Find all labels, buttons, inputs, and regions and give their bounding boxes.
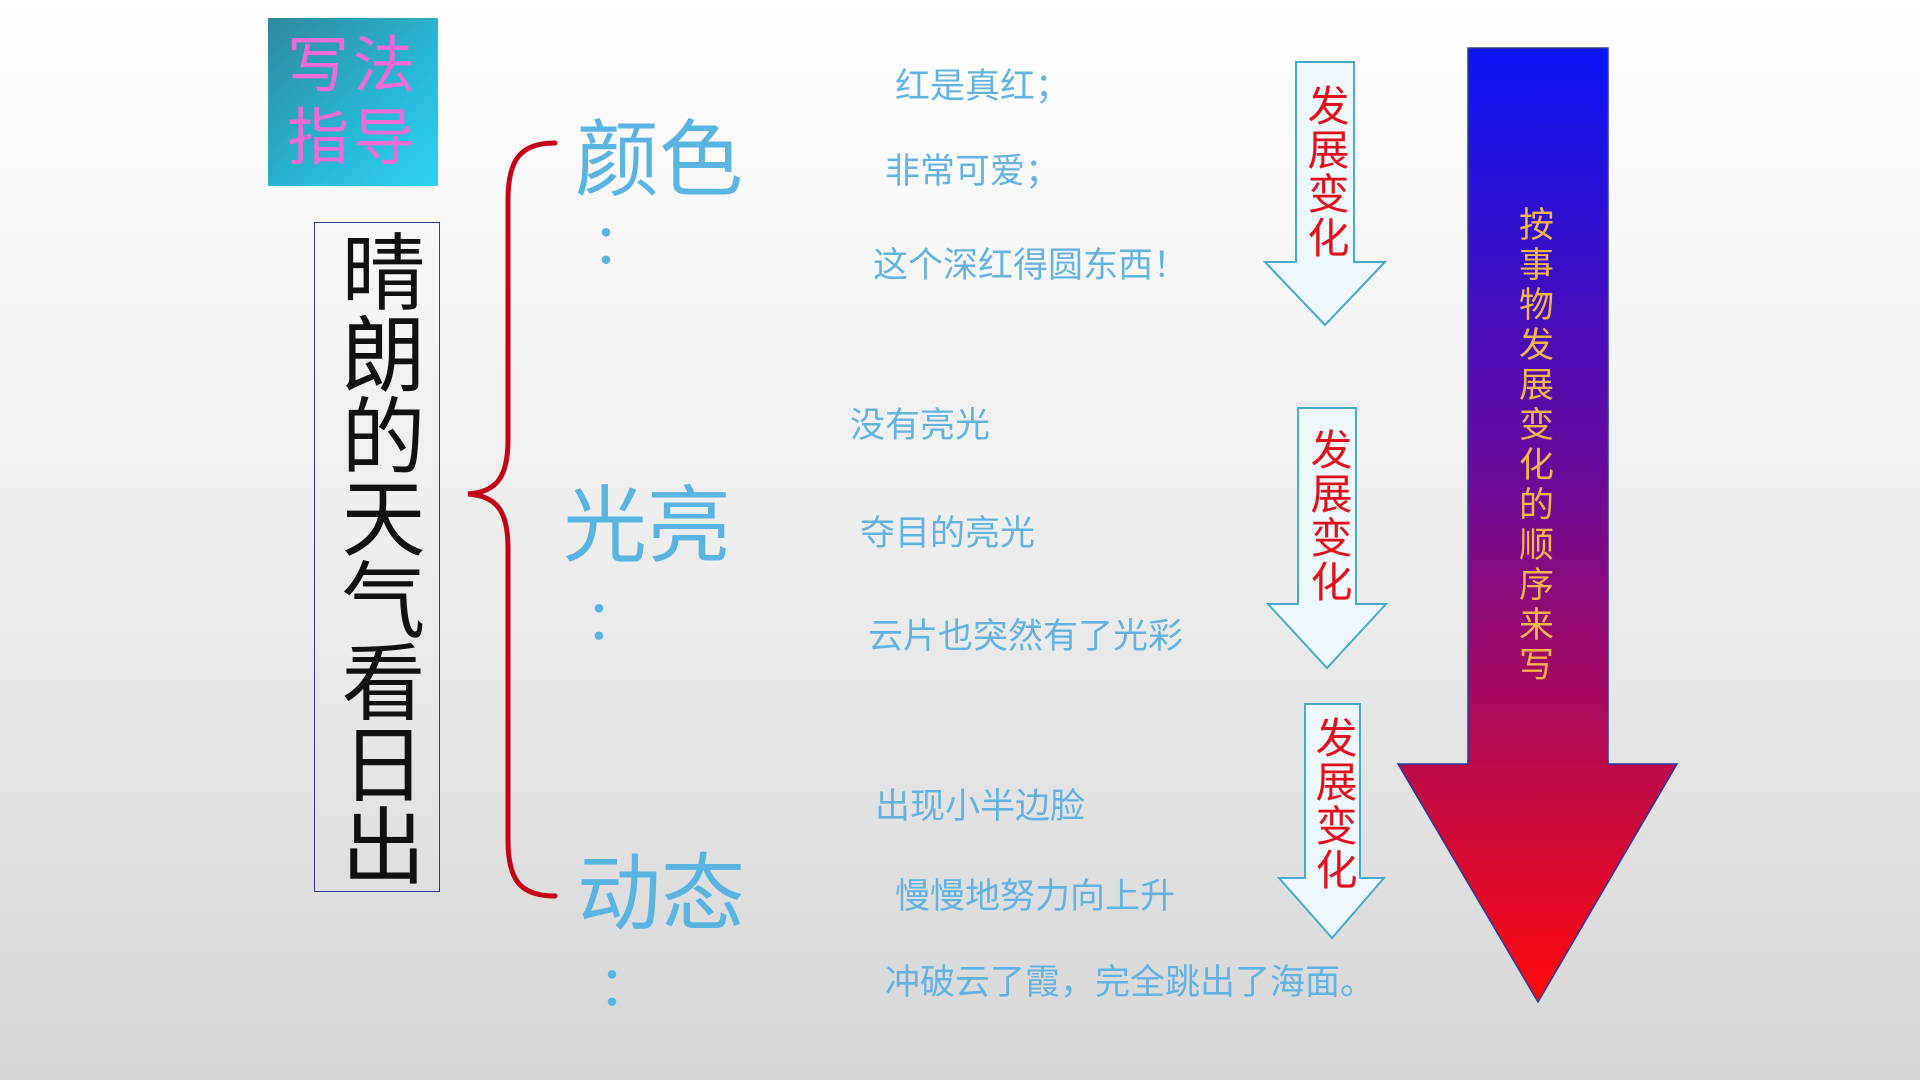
phrase-light-3: 云片也突然有了光彩 <box>868 617 1184 657</box>
topic-motion: 动态 <box>577 845 746 943</box>
big-arrow-down <box>1396 47 1679 1004</box>
topic-motion-colon: ： <box>598 955 654 1020</box>
big-arrow-label: 按事物发展变化的顺序来写 <box>1513 206 1553 686</box>
arrow-label-light: 发展变化 <box>1304 428 1353 604</box>
phrase-motion-3: 冲破云了霞，完全跳出了海面。 <box>885 963 1376 1003</box>
arrow-down-motion <box>1276 703 1387 940</box>
curly-brace <box>467 140 558 899</box>
topic-light-colon: ： <box>585 589 641 654</box>
method-guide-badge: 写法 指导 <box>268 18 438 186</box>
phrase-color-1: 红是真红； <box>895 67 1071 107</box>
topic-light: 光亮 <box>563 477 732 575</box>
phrase-motion-1: 出现小半边脸 <box>875 787 1086 827</box>
topic-color: 颜色 <box>575 111 744 209</box>
arrow-label-color: 发展变化 <box>1301 84 1350 260</box>
arrow-down-color <box>1262 61 1388 327</box>
phrase-motion-2: 慢慢地努力向上升 <box>895 877 1176 917</box>
phrase-color-3: 这个深红得圆东西！ <box>873 246 1189 286</box>
title-box: 晴朗的天气看日出 <box>314 222 440 892</box>
phrase-color-2: 非常可爱； <box>885 152 1061 192</box>
phrase-light-2: 夺目的亮光 <box>860 514 1036 554</box>
badge-line-1: 写法 <box>286 29 419 102</box>
page-title: 晴朗的天气看日出 <box>328 229 426 885</box>
topic-color-colon: ： <box>592 213 648 278</box>
badge-line-2: 指导 <box>286 101 419 174</box>
arrow-down-light <box>1265 407 1389 670</box>
arrow-label-motion: 发展变化 <box>1309 716 1358 892</box>
phrase-light-1: 没有亮光 <box>850 406 991 446</box>
